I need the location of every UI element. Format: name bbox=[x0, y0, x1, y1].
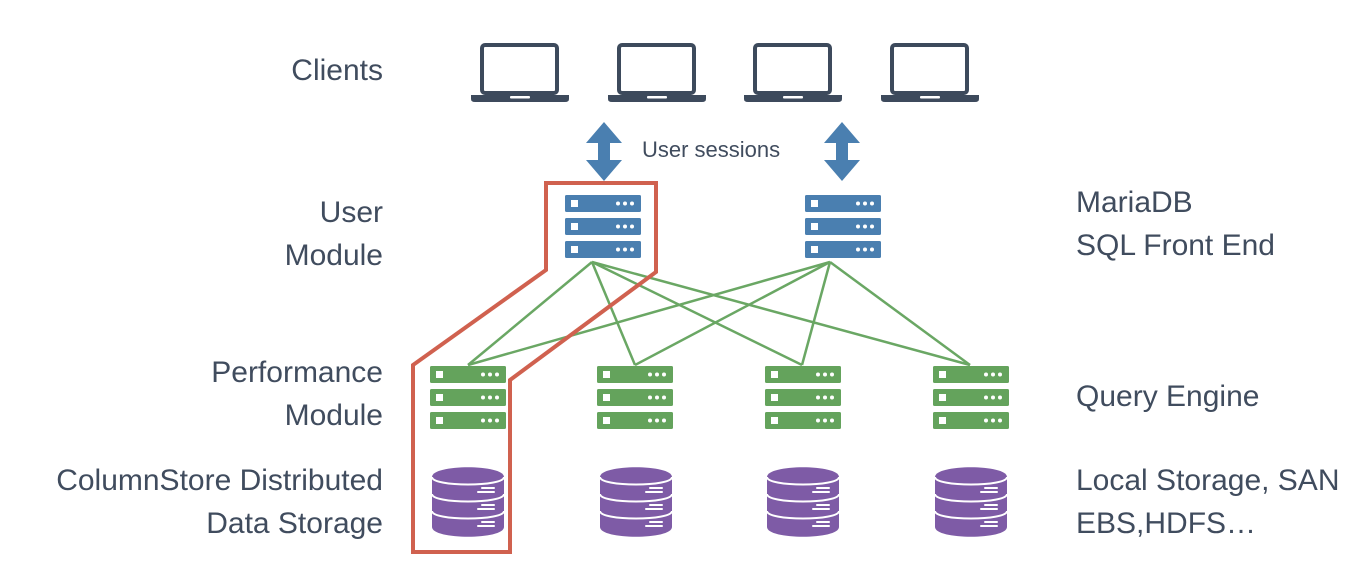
server-icon bbox=[430, 366, 506, 429]
connection-line bbox=[800, 261, 832, 366]
local-storage-label-line2: EBS,HDFS… bbox=[1076, 507, 1257, 540]
performance-module-label-line1: Performance bbox=[211, 356, 383, 389]
mariadb-label-line1: MariaDB bbox=[1076, 186, 1193, 219]
connection-line bbox=[829, 260, 971, 367]
server-icon bbox=[597, 366, 673, 429]
user-module-servers bbox=[565, 195, 881, 258]
server-icon bbox=[765, 366, 841, 429]
database-icon bbox=[431, 466, 505, 538]
database-icon bbox=[599, 466, 673, 538]
local-storage-label-line1: Local Storage, SAN bbox=[1076, 464, 1340, 497]
mariadb-label-line2: SQL Front End bbox=[1076, 229, 1275, 262]
server-icon bbox=[933, 366, 1009, 429]
storage-databases bbox=[431, 466, 1008, 538]
user-module-label-line1: User bbox=[319, 196, 383, 229]
performance-module-label-line2: Module bbox=[284, 399, 383, 432]
clients-label: Clients bbox=[291, 54, 383, 87]
connection-line bbox=[467, 261, 593, 366]
query-engine-label: Query Engine bbox=[1076, 380, 1260, 413]
connection-lines bbox=[467, 260, 971, 367]
double-arrow-icon bbox=[824, 122, 860, 181]
connection-line bbox=[591, 260, 803, 367]
laptop-icon bbox=[606, 43, 708, 104]
server-icon bbox=[805, 195, 881, 258]
connection-line bbox=[467, 260, 831, 367]
connection-line bbox=[591, 260, 971, 367]
highlight-outline bbox=[411, 181, 658, 554]
connection-line bbox=[590, 261, 637, 366]
laptop-icon bbox=[879, 43, 981, 104]
database-icon bbox=[766, 466, 840, 538]
server-icon bbox=[565, 195, 641, 258]
clients-group bbox=[469, 43, 981, 104]
connection-line bbox=[634, 260, 831, 367]
session-arrows bbox=[586, 122, 860, 181]
double-arrow-icon bbox=[586, 122, 622, 181]
database-icon bbox=[934, 466, 1008, 538]
user-module-label-line2: Module bbox=[284, 239, 383, 272]
storage-label-line2: Data Storage bbox=[206, 507, 383, 540]
laptop-icon bbox=[742, 43, 844, 104]
laptop-icon bbox=[469, 43, 571, 104]
storage-label-line1: ColumnStore Distributed bbox=[56, 464, 383, 497]
user-sessions-label: User sessions bbox=[642, 137, 781, 162]
